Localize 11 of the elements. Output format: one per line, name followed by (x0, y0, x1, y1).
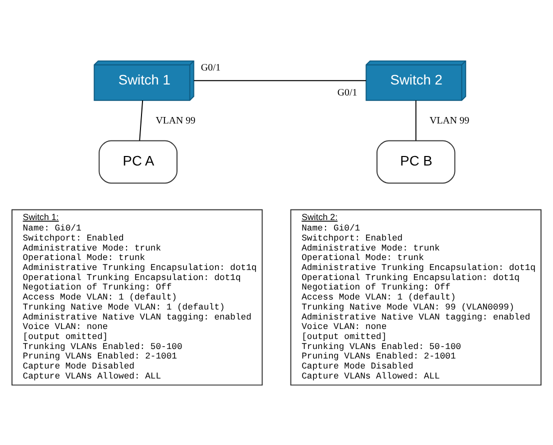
node-label: G0/1 (337, 87, 358, 98)
edge-label: VLAN 99 (430, 115, 470, 126)
edge-label: VLAN 99 (156, 115, 196, 126)
node-box: Switch 2: Name: Gi0/1 Switchport: Enabled Administrative Mode: trunk Operational Mode: trunk Administrative Trunking Encapsulation: dot1q Operational Trunking Encapsulation: dot1q Negotiation of Trunking: Off Access Mode VLAN: 1 (default) Trunking Native Mode VLAN: 99 (VLAN0099) Administrative Native VLAN tagging: enabled Voice VLAN: none [output omitted] Trunking VLANs Enabled: 50-100 Pruning VLANs Enabled: 2-1001 Capture Mode Disabled Capture VLANs Allowed: ALL (290, 208, 542, 386)
node-box: PC A (98, 140, 178, 184)
node-box: Switch 1: Name: Gi0/1 Switchport: Enabled Administrative Mode: trunk Operational Mode: trunk Administrative Trunking Encapsulation: dot1q Operational Trunking Encapsulation: dot1q Negotiation of Trunking: Off Access Mode VLAN: 1 (default) Trunking Native Mode VLAN: 1 (default) Administrative Native VLAN tagging: enabled Voice VLAN: none [output omitted] Trunking VLANs Enabled: 50-100 Pruning VLANs Enabled: 2-1001 Capture Mode Disabled Capture VLANs Allowed: ALL (12, 208, 263, 386)
connector (415, 99, 416, 141)
connector (139, 99, 144, 141)
connector (193, 80, 367, 81)
node-box: PC B (376, 140, 456, 184)
node-label: G0/1 (200, 62, 221, 74)
